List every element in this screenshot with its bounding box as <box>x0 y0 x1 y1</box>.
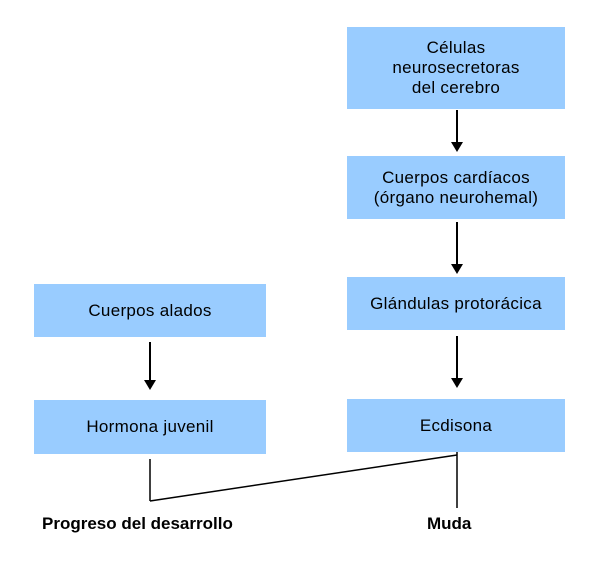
node-glandulas-label: Glándulas protorácica <box>370 293 542 313</box>
node-ecdisona-label: Ecdisona <box>419 415 493 435</box>
node-hormona-label: Hormona juvenil <box>86 417 214 436</box>
node-celulas-label: Células neurosecretoras del cerebro <box>392 38 520 97</box>
node-cuerpos-cardiacos: Cuerpos cardíacos (órgano neurohemal) <box>347 156 565 219</box>
arrow-cardiacos-to-glandulas <box>451 222 463 274</box>
arrow-glandulas-to-ecdisona <box>451 336 463 388</box>
node-celulas-neurosecretoras: Células neurosecretoras del cerebro <box>347 27 565 109</box>
node-ecdisona: Ecdisona <box>347 399 565 452</box>
arrow-celulas-to-cardiacos <box>451 110 463 152</box>
node-hormona-juvenil: Hormona juvenil <box>34 400 266 454</box>
outcome-progreso-label: Progreso del desarrollo <box>42 514 233 533</box>
outcome-muda-label: Muda <box>427 514 472 533</box>
node-glandulas-protoracica: Glándulas protorácica <box>347 277 565 330</box>
line-ecdisona-to-progreso <box>149 454 458 502</box>
node-cuerpos-alados: Cuerpos alados <box>34 284 266 337</box>
node-alados-label: Cuerpos alados <box>88 300 212 320</box>
arrow-alados-to-hormona <box>144 342 156 390</box>
node-cardiacos-label: Cuerpos cardíacos (órgano neurohemal) <box>373 167 539 207</box>
